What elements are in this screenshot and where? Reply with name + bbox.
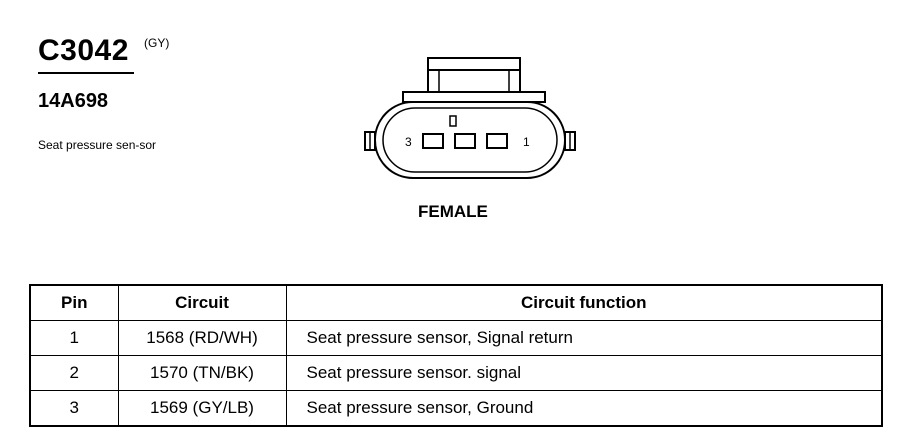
connector-outer-shell [374,101,566,179]
part-number: 14A698 [38,90,109,112]
column-header-circuit: Circuit [117,284,287,321]
table-row: 3 1569 (GY/LB) Seat pressure sensor, Gro… [29,390,883,427]
pin-cavity-3 [422,133,444,149]
pin-number-cell: 3 [29,390,119,427]
connector-id: C3042 [38,34,129,67]
circuit-cell: 1568 (RD/WH) [117,320,287,356]
pin-cavity-2 [454,133,476,149]
connector-diagram: 3 1 [364,57,576,179]
circuit-cell: 1569 (GY/LB) [117,390,287,427]
locking-tab [427,57,521,93]
pin-number-cell: 1 [29,320,119,356]
title-underline [38,72,134,74]
locking-tab-base [402,91,546,103]
circuit-function-cell: Seat pressure sensor, Signal return [285,320,883,356]
table-header-row: Pin Circuit Circuit function [29,284,883,321]
pin-label-1: 1 [523,135,530,149]
table-row: 2 1570 (TN/BK) Seat pressure sensor. sig… [29,355,883,391]
circuit-function-cell: Seat pressure sensor. signal [285,355,883,391]
circuit-cell: 1570 (TN/BK) [117,355,287,391]
column-header-circuit-function: Circuit function [285,284,883,321]
pin-label-3: 3 [405,135,412,149]
connector-inner-shell [382,107,558,173]
column-header-pin: Pin [29,284,119,321]
color-code: (GY) [144,36,170,50]
pinout-table: Pin Circuit Circuit function 1 1568 (RD/… [29,284,883,427]
keying-notch [449,115,457,127]
circuit-function-cell: Seat pressure sensor, Ground [285,390,883,427]
connector-view-label: FEMALE [418,202,488,221]
pin-number-cell: 2 [29,355,119,391]
table-row: 1 1568 (RD/WH) Seat pressure sensor, Sig… [29,320,883,356]
connector-description: Seat pressure sen-sor [38,138,157,152]
pin-cavity-1 [486,133,508,149]
